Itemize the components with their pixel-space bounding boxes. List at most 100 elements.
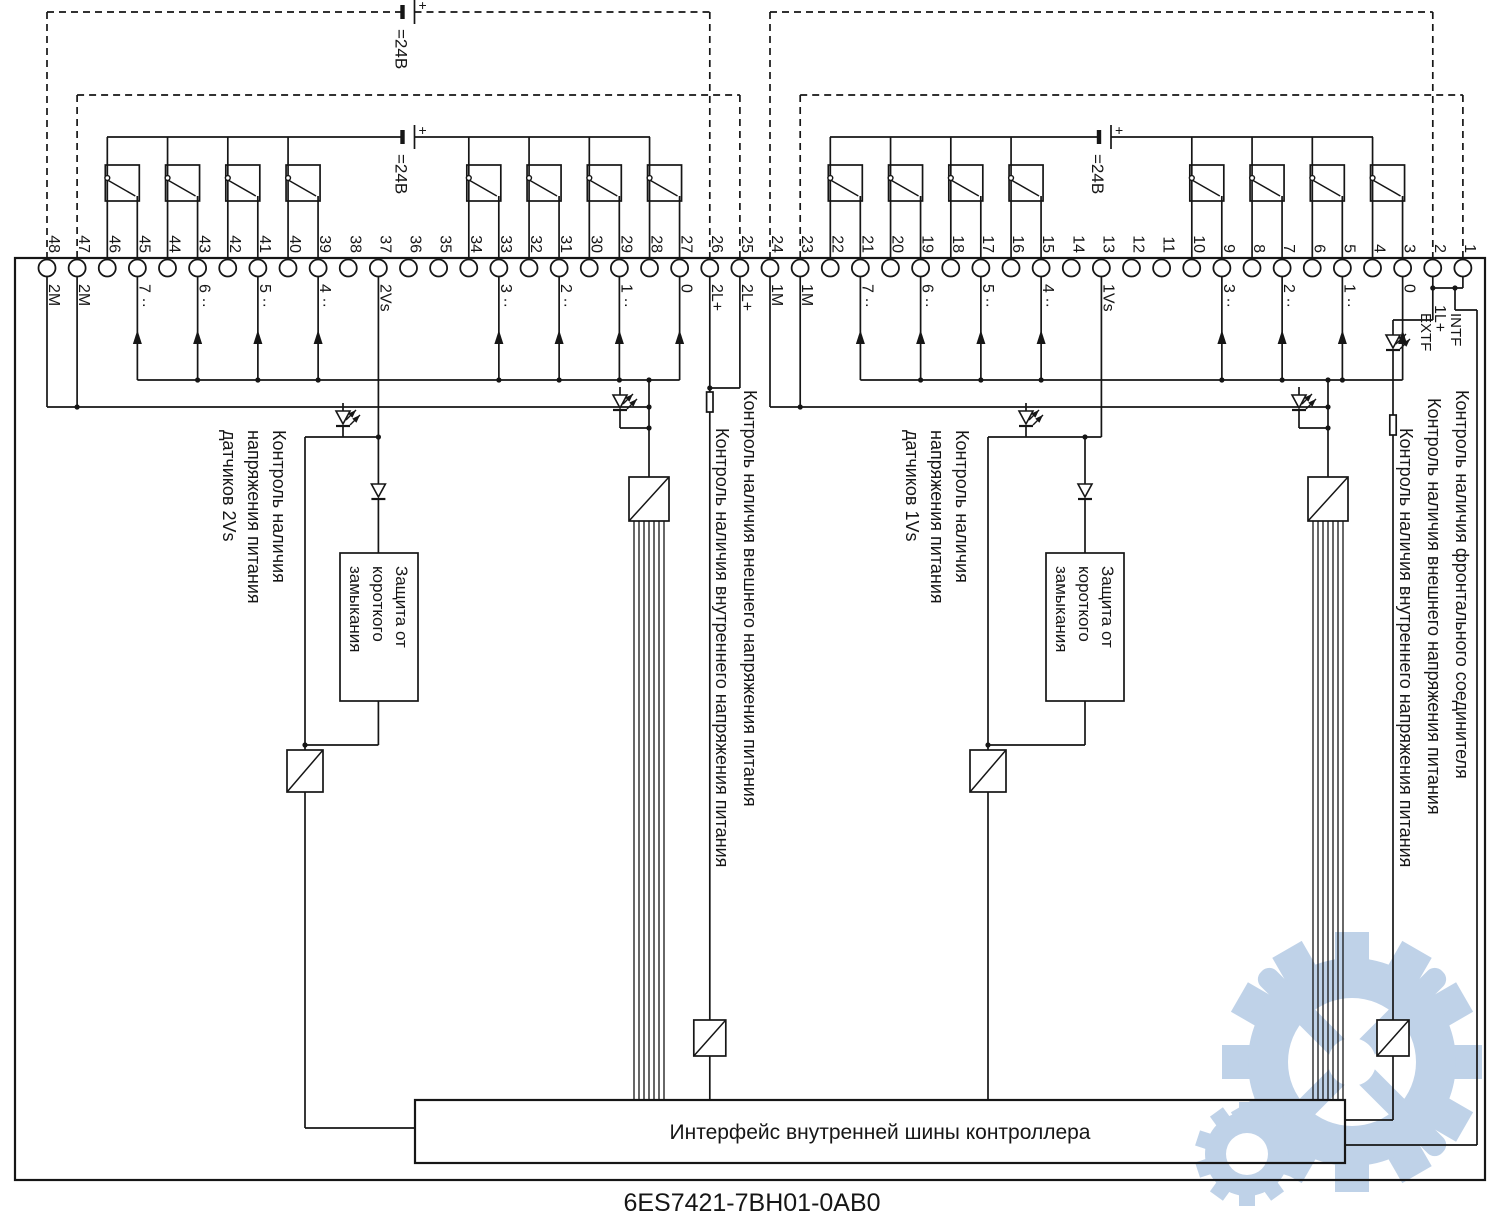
switch-lever <box>228 179 257 197</box>
junction-dot <box>1430 285 1436 291</box>
terminal-circle <box>188 258 208 278</box>
terminal-circle <box>640 258 659 278</box>
diode-icon <box>370 483 387 499</box>
terminal-number: 34 <box>467 235 484 253</box>
watermark-gear-tooth <box>1222 1045 1256 1079</box>
terminal-label: 1M <box>798 284 815 306</box>
terminal-number: 22 <box>828 235 845 253</box>
led-ray-head <box>1308 399 1316 407</box>
sensor-monitor-label: датчиков 2Vs <box>219 430 239 541</box>
terminal-number: 29 <box>617 235 634 253</box>
terminal-number: 42 <box>226 235 243 253</box>
terminal-circle <box>1152 258 1172 278</box>
sensor-switch-icon <box>465 164 502 202</box>
terminal-label: 2 ·· <box>557 284 574 308</box>
terminal-number: 38 <box>346 235 363 253</box>
led-ray-head <box>348 410 356 418</box>
battery-plus-sign: + <box>1115 122 1123 138</box>
terminal-label: 5 ·· <box>256 284 273 308</box>
terminal-circle <box>1393 258 1413 278</box>
terminal-label: 1 ·· <box>617 284 634 308</box>
terminal-label: 4 ·· <box>316 284 333 308</box>
terminal-circle <box>399 258 418 278</box>
sensor-switch-icon <box>1249 164 1285 202</box>
switch-pivot <box>586 174 593 182</box>
junction-dot <box>74 404 80 410</box>
terminal-circle <box>1332 258 1352 278</box>
terminal-label: 0 <box>678 284 695 293</box>
terminal-circle <box>127 258 147 278</box>
sensor-switch-icon <box>104 164 141 202</box>
terminal-circle <box>790 258 810 278</box>
isolation-diagonal <box>969 749 1007 793</box>
sensor-switch-icon <box>646 164 683 202</box>
sensor-monitor-label: напряжения питания <box>927 430 947 604</box>
terminal-circle <box>67 258 87 278</box>
terminal-number: 24 <box>768 235 785 253</box>
terminal-number: 47 <box>75 235 92 253</box>
signal-arrow <box>313 330 323 344</box>
interface-box-label: Интерфейс внутренней шины контроллера <box>670 1121 1091 1144</box>
switch-lever <box>107 179 136 197</box>
switch-pivot <box>525 174 533 182</box>
switch-lever <box>891 179 919 197</box>
terminal-number: 40 <box>286 235 303 253</box>
terminal-number: 33 <box>497 235 514 253</box>
terminal-number: 19 <box>919 235 936 253</box>
terminal-circle <box>971 258 991 278</box>
terminal-circle <box>730 258 750 278</box>
terminal-circle <box>1302 258 1322 278</box>
sensor-switch-icon <box>947 164 984 202</box>
junction-dot <box>255 377 261 383</box>
external-voltage-monitor-label: Контроль наличия внешнего напряжения пит… <box>740 390 760 807</box>
extf-label: EXTF <box>1417 313 1434 351</box>
battery-plus-sign: + <box>419 122 427 138</box>
switch-pivot <box>1188 174 1195 182</box>
terminal-number: 2 <box>1431 244 1448 253</box>
battery-plus-sign: + <box>419 0 427 13</box>
terminal-circle <box>609 258 629 278</box>
terminal-circle <box>760 258 780 278</box>
terminal-label: 6 ·· <box>919 284 936 308</box>
sc-protection-label: Защита от <box>392 566 411 648</box>
terminal-number: 11 <box>1160 236 1177 253</box>
led-ray-head <box>352 415 360 423</box>
terminal-number: 8 <box>1250 244 1267 253</box>
sensor-switch-icon <box>1008 164 1044 202</box>
sensor-switch-icon <box>526 164 562 202</box>
terminal-circle <box>1212 258 1232 278</box>
switch-pivot <box>164 174 171 182</box>
isolation-diagonal <box>628 476 670 522</box>
terminal-number: 37 <box>376 235 393 253</box>
terminal-circle <box>670 258 690 278</box>
internal-voltage-monitor-label: Контроль наличия внутреннего напряжения … <box>1396 428 1416 867</box>
switch-lever <box>288 179 317 197</box>
terminal-circle <box>1122 258 1141 278</box>
switch-pivot <box>1309 174 1316 182</box>
terminal-label: 5 ·· <box>979 284 996 308</box>
terminal-number: 15 <box>1039 235 1056 253</box>
terminal-number: 12 <box>1130 235 1147 253</box>
terminal-number: 7 <box>1280 244 1297 253</box>
sensor-switch-icon <box>1188 164 1225 202</box>
terminal-circle <box>97 258 117 278</box>
junction-dot <box>302 742 308 748</box>
terminal-number: 4 <box>1371 244 1388 253</box>
switch-lever <box>589 179 618 197</box>
switch-pivot <box>104 174 111 182</box>
terminal-number: 48 <box>45 235 62 253</box>
sc-protection-label: короткого <box>369 566 388 642</box>
sensor-switch-icon <box>1309 164 1346 202</box>
terminal-circle <box>820 258 840 278</box>
terminal-number: 9 <box>1220 244 1237 253</box>
terminal-circle <box>218 258 238 278</box>
isolation-diagonal <box>1376 1019 1410 1057</box>
terminal-circle <box>489 258 509 278</box>
watermark-center <box>1328 1038 1376 1086</box>
extf-led-icon <box>1384 334 1402 350</box>
terminal-label: 3 ·· <box>497 284 514 308</box>
junction-dot <box>797 404 803 410</box>
sensor-monitor-label: датчиков 1Vs <box>902 430 922 541</box>
junction-dot <box>496 377 502 383</box>
